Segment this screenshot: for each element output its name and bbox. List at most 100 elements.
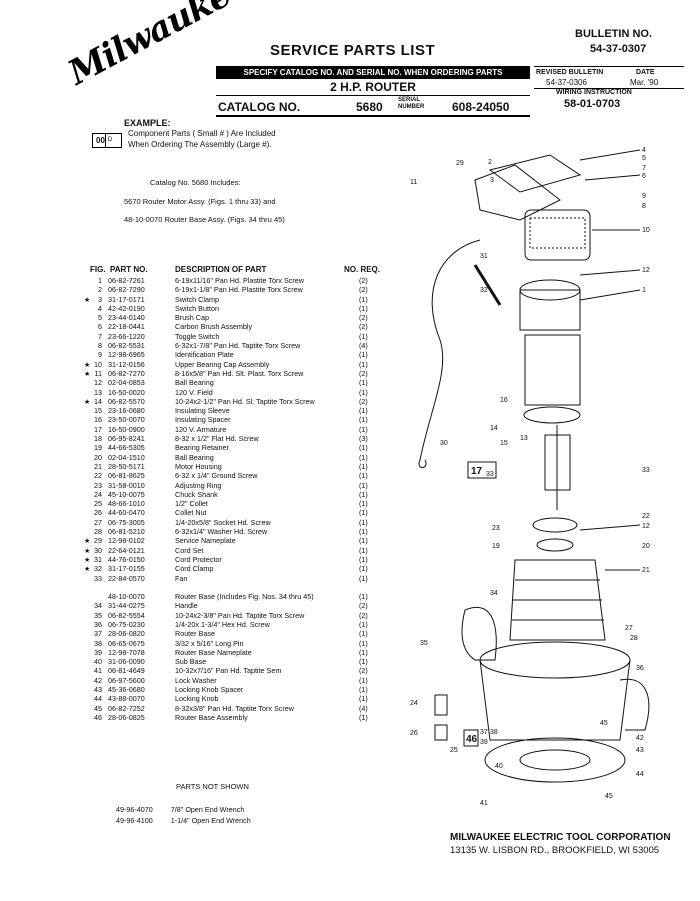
parts-desc: 1/4-20x5/8" Socket Hd. Screw [175, 517, 271, 527]
parts-desc: 8-32x3/8" Pan Hd. Taptite Torx Screw [175, 703, 294, 713]
parts-qty: (2) [359, 276, 368, 285]
parts-pn: 12-98-7078 [108, 647, 145, 657]
example-text: Component Parts ( Small # ) Are Included… [128, 129, 276, 149]
parts-qty: (1) [359, 554, 368, 564]
parts-pn: 02-04-0853 [108, 378, 145, 388]
parts-pn: 23-66-1220 [108, 331, 145, 341]
switch-cover-shape [488, 154, 582, 193]
parts-desc: Locking Knob Spacer [175, 685, 244, 695]
col-qty: NO. REQ. [344, 265, 381, 274]
parts-pn: 23-50-0070 [108, 415, 145, 425]
parts-fig: 24 [94, 489, 102, 499]
parts-desc: 6-32x1/4" Washer Hd. Screw [175, 527, 268, 537]
parts-fig: 32 [94, 564, 102, 574]
router-base-top-shape [479, 641, 631, 679]
parts-pn: 45-36-0680 [108, 685, 145, 695]
callout: 27 [625, 625, 633, 632]
callout: 35 [420, 640, 428, 647]
wiring-value: 58-01-0703 [564, 98, 621, 110]
date-value: Mar. '90 [630, 78, 659, 87]
parts-desc: Insulating Spacer [175, 415, 231, 425]
parts-fig: 37 [94, 629, 102, 639]
parts-fig: 3 [98, 294, 102, 304]
parts-fig: 16 [94, 415, 102, 425]
parts-fig: 31 [94, 554, 102, 564]
parts-pn: 42-42-0190 [108, 303, 145, 313]
parts-qty: (3) [359, 434, 368, 444]
parts-star: ★ [84, 554, 91, 564]
parts-qty: (1) [359, 387, 368, 397]
callout: 26 [410, 730, 418, 737]
parts-qty: (1) [359, 517, 368, 527]
parts-desc: Router Base Assembly [175, 712, 248, 722]
parts-fig: 33 [94, 573, 102, 583]
parts-qty: (1) [359, 303, 368, 313]
parts-fig: 26 [94, 508, 102, 518]
parts-qty: (2) [359, 396, 368, 406]
parts-pn: 06-82-7261 [108, 276, 145, 285]
callout: 1 [642, 287, 646, 294]
parts-qty: (1) [359, 480, 368, 490]
parts-qty: (4) [359, 341, 368, 351]
parts-desc: 1/2" Collet [175, 499, 208, 509]
parts-fig: 23 [94, 480, 102, 490]
parts-star: ★ [84, 368, 91, 378]
parts-qty: (1) [359, 712, 368, 722]
parts-desc: Cord Set [175, 545, 204, 555]
parts-fig: 7 [98, 331, 102, 341]
parts-pn: 06-82-5531 [108, 341, 145, 351]
revised-label: REVISED BULLETIN [536, 69, 604, 76]
catalog-label: CATALOG NO. [218, 100, 301, 114]
parts-qty: (1) [359, 536, 368, 546]
callout: 39 [480, 739, 488, 746]
parts-qty: (2) [359, 322, 368, 332]
revised-value: 54-37-0306 [546, 78, 587, 87]
callout: 20 [642, 543, 650, 550]
parts-desc: Cord Protector [175, 554, 222, 564]
callout: 23 [492, 525, 500, 532]
callout: 2 [488, 159, 492, 166]
parts-fig: 44 [94, 694, 102, 704]
parts-fig: 38 [94, 638, 102, 648]
parts-pn: 44-60-0470 [108, 508, 145, 518]
parts-desc: 120 V. Armature [175, 424, 227, 434]
cord-shape [419, 239, 481, 461]
parts-qty: (1) [359, 461, 368, 471]
callout: 15 [500, 440, 508, 447]
parts-desc: Router Base (Includes Fig. Nos. 34 thru … [175, 592, 314, 602]
field-shape [524, 334, 581, 406]
parts-desc: 1/4-20x 1-3/4" Hex Hd. Screw [175, 619, 270, 629]
parts-qty: (1) [359, 592, 368, 602]
col-description: DESCRIPTION OF PART [175, 265, 267, 274]
parts-qty: (1) [359, 294, 368, 304]
parts-pn: 45-10-0075 [108, 489, 145, 499]
callout: 14 [490, 425, 498, 432]
parts-desc: Ball Bearing [175, 378, 214, 388]
parts-qty: (1) [359, 619, 368, 629]
field-upper-shape [519, 289, 581, 331]
plug-shape [418, 459, 427, 468]
parts-fig: 14 [94, 396, 102, 406]
parts-fig: 34 [94, 601, 102, 611]
parts-desc: Collet Nut [175, 508, 207, 518]
callout: 28 [630, 635, 638, 642]
parts-qty: (1) [359, 638, 368, 648]
parts-qty: (1) [359, 685, 368, 695]
